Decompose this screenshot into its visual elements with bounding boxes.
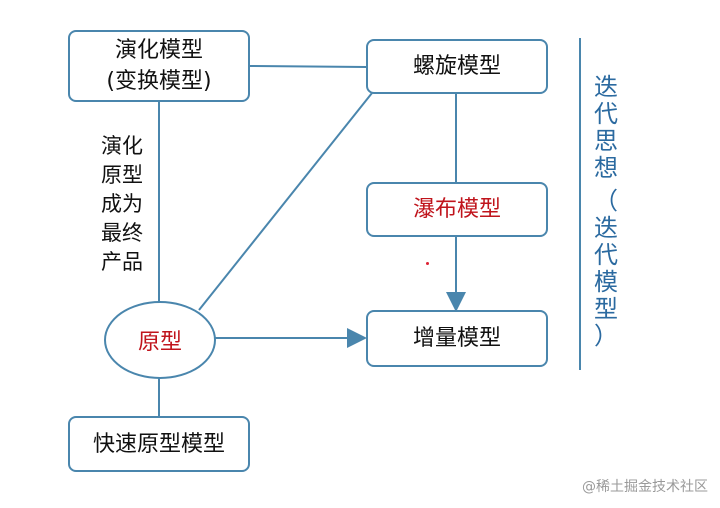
node-spiral-label: 螺旋模型 xyxy=(412,54,501,79)
edge-evolution-spiral xyxy=(248,65,367,68)
node-incremental-model: 增量模型 xyxy=(366,310,548,367)
edge-label-line: 原型 xyxy=(101,163,143,187)
node-waterfall-model: 瀑布模型 xyxy=(366,182,548,237)
node-prototype-label: 原型 xyxy=(137,330,182,355)
node-evolution-model: 演化模型 (变换模型) xyxy=(68,30,250,102)
edge-label-line: 最终 xyxy=(101,221,143,245)
side-char: 模 xyxy=(594,268,618,296)
edge-label-line: 产品 xyxy=(101,250,143,274)
side-char: 迭 xyxy=(594,214,618,242)
stray-red-dot xyxy=(426,262,429,265)
node-evolution-line2: (变换模型) xyxy=(106,69,212,94)
side-char: 想 xyxy=(594,154,618,182)
side-char: 思 xyxy=(594,127,618,155)
edge-spiral-prototype xyxy=(198,92,373,311)
side-char: 迭 xyxy=(594,73,618,101)
edge-label-line: 演化 xyxy=(101,134,143,158)
node-rapid-prototype-model: 快速原型模型 xyxy=(68,416,250,472)
edge-label-line: 成为 xyxy=(101,192,143,216)
node-spiral-model: 螺旋模型 xyxy=(366,39,548,94)
side-char: 代 xyxy=(594,100,618,128)
side-char: ） xyxy=(594,322,618,350)
side-label-iterative-thinking: 迭 代 思 想 （ 迭 代 模 型 ） xyxy=(591,74,621,350)
node-prototype: 原型 xyxy=(104,301,216,379)
side-char: 型 xyxy=(594,295,618,323)
watermark: @稀土掘金技术社区 xyxy=(582,479,708,495)
side-char: 代 xyxy=(594,241,618,269)
node-rapid-prototype-label: 快速原型模型 xyxy=(92,431,225,457)
side-char: （ xyxy=(594,187,618,215)
node-waterfall-label: 瀑布模型 xyxy=(412,197,501,222)
node-evolution-line1: 演化模型 xyxy=(114,38,203,63)
edge-label-prototype-becomes-product: 演化 原型 成为 最终 产品 xyxy=(94,132,150,277)
node-incremental-label: 增量模型 xyxy=(412,326,501,351)
